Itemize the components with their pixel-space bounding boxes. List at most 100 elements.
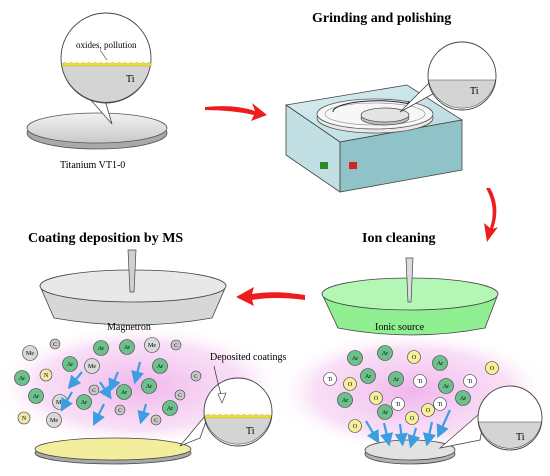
particle-ar: Ar [337,392,353,408]
particle-n: N [39,368,53,382]
particle-ti: Ti [391,397,405,411]
particle-me-label: Me [56,400,64,406]
particle-me: Me [22,345,38,361]
deposited-layer [204,414,272,419]
particle-ti: Ti [433,397,447,411]
deposited-label: Deposited coatings [210,352,286,363]
ti-zoom-callout: oxides, pollution Ti [60,12,153,125]
arrow-to-coating [236,287,305,306]
particle-ar-label: Ar [382,410,388,416]
particle-ti-label: Ti [467,379,472,385]
particle-ar-label: Ar [98,346,104,352]
particle-ar-label: Ar [167,406,173,412]
particle-c-label: C [118,408,122,414]
ionic-source-rod [405,257,414,303]
particle-ar-label: Ar [121,390,127,396]
particle-o-label: O [353,424,358,430]
ion-flux-arrow [436,409,452,439]
ion-flux-arrow [98,381,112,400]
particle-ar-label: Ar [382,351,388,357]
particle-ar: Ar [162,400,178,416]
ion-flux-arrow [137,403,151,425]
ion-flux-arrow [422,421,436,447]
particle-c-label: C [92,388,96,394]
particle-ar: Ar [93,340,109,356]
grinding-heading: Grinding and polishing [312,11,451,26]
particle-o: O [348,419,362,433]
particle-o-label: O [412,355,417,361]
ion-flux-arrow [407,427,421,449]
particle-ar-label: Ar [146,384,152,390]
particle-ar-label: Ar [443,384,449,390]
particle-me: Me [46,412,62,428]
particle-o-label: O [374,396,379,402]
particle-o-label: O [490,366,495,372]
particle-o: O [485,361,499,375]
particle-me: Me [84,358,100,374]
particle-o-label: O [426,408,431,414]
arrow-to-grinding [205,103,267,121]
ion-flux-arrow [394,423,408,447]
particle-ar: Ar [347,350,363,366]
particle-ar-label: Ar [352,356,358,362]
particle-c: C [150,414,162,426]
particle-ar-label: Ar [19,376,25,382]
particle-ti-label: Ti [417,379,422,385]
particle-ar-label: Ar [437,361,443,367]
particle-ar: Ar [76,394,92,410]
particle-n: N [17,411,31,425]
ti-label-4: Ti [516,432,525,443]
oxide-pointer [99,49,108,61]
particle-me-label: Me [50,418,58,424]
particle-ar-label: Ar [81,400,87,406]
ion-flux-arrow [67,371,83,390]
particle-ar: Ar [62,356,78,372]
rotation-arrow [332,100,411,113]
particle-c: C [190,370,202,382]
particle-o: O [369,391,383,405]
particle-ar: Ar [14,370,30,386]
ion-flux-arrow [108,371,121,393]
particle-ar: Ar [119,339,135,355]
particle-c-label: C [194,374,198,380]
magnetron-rod [127,249,137,293]
ion-zoom-callout: Ti [438,385,543,451]
ti-label-2: Ti [470,86,479,97]
particle-ar: Ar [438,378,454,394]
particle-c: C [49,338,61,350]
particle-ar-label: Ar [342,398,348,404]
green-led [320,162,328,169]
titanium-label: Titanium VT1-0 [60,160,125,171]
particle-ti-label: Ti [437,402,442,408]
particle-me: Me [144,337,160,353]
particle-c: C [174,389,186,401]
particle-me-label: Me [148,343,156,349]
particle-ti-label: Ti [395,402,400,408]
particle-ar-label: Ar [124,345,130,351]
particle-ti-label: Ti [327,377,332,383]
step-grinding: Grinding and polishing Ti [284,11,497,193]
ti-label-1: Ti [126,74,135,85]
arrow-to-ion-cleaning [484,188,498,242]
particle-ar-label: Ar [460,396,466,402]
particle-ti: Ti [413,374,427,388]
particle-ar: Ar [388,371,404,387]
ion-heading: Ion cleaning [362,231,436,246]
step-ion-cleaning: Ion cleaning Ionic source Ti ArArOArOTiO… [272,231,550,465]
particle-ar: Ar [28,388,44,404]
particle-ar-label: Ar [157,364,163,370]
particle-o-label: O [410,416,415,422]
particle-o: O [407,350,421,364]
particle-c: C [114,404,126,416]
particle-ar: Ar [116,384,132,400]
step-coating: Coating deposition by MS Magnetron Ti De… [0,231,288,465]
particle-c-label: C [154,418,158,424]
ion-flux-arrow [60,391,74,412]
magnetron-label: Magnetron [107,322,151,333]
ionic-source-label: Ionic source [375,322,425,333]
coating-heading: Coating deposition by MS [28,231,183,246]
particle-ar-label: Ar [365,374,371,380]
ion-flux-arrow [93,403,105,426]
